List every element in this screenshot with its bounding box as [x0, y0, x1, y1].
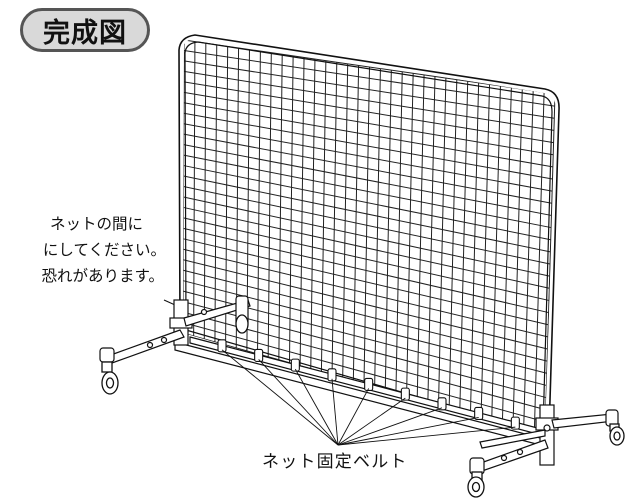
- net-horizontal-strand: [183, 227, 549, 314]
- net-horizontal-strand: [183, 217, 550, 301]
- belt-clip: [400, 387, 410, 401]
- callout-leader: [337, 388, 370, 446]
- net-frame-outer: [178, 34, 560, 433]
- net-frame-inner: [184, 41, 553, 431]
- net-horizontal-strand: [183, 248, 548, 338]
- net-horizontal-strand: [183, 133, 552, 204]
- right-rear-caster-wheel: [609, 423, 625, 446]
- belt-clip: [510, 416, 520, 430]
- net-horizontal-strand: [183, 322, 546, 423]
- title-text: 完成図: [43, 17, 127, 49]
- callout-leader: [337, 397, 406, 446]
- net-horizontal-strand: [183, 70, 555, 131]
- net-horizontal-strand: [183, 81, 554, 144]
- net-mesh: [183, 39, 556, 435]
- belt-clip: [474, 406, 484, 421]
- right-base: [469, 404, 619, 475]
- belt-clip: [217, 339, 227, 353]
- callout-leader: [331, 378, 339, 446]
- net-horizontal-strand: [183, 112, 553, 180]
- caution-note: ネットの間に にしてください。 恐れがあります。: [0, 214, 176, 314]
- net-horizontal-strand: [183, 154, 552, 229]
- net-horizontal-strand: [183, 91, 554, 156]
- belt-clip: [254, 348, 264, 363]
- belt-clip: [437, 397, 447, 411]
- net-horizontal-strand: [183, 123, 553, 192]
- net-horizontal-strand: [183, 186, 551, 265]
- caution-line-1: ネットの間に: [49, 215, 143, 233]
- callout-leader: [258, 359, 339, 446]
- net-horizontal-strand: [183, 165, 551, 241]
- left-rear-caster-wheel: [235, 314, 249, 334]
- net-horizontal-strand: [183, 259, 548, 350]
- caution-line-3: 恐れがあります。: [41, 267, 164, 285]
- callout-leader: [221, 349, 339, 446]
- net-horizontal-strand: [183, 175, 551, 253]
- net-horizontal-strand: [183, 60, 555, 119]
- left-caster-wheel: [101, 361, 119, 395]
- net-horizontal-strand: [183, 49, 555, 107]
- title-badge: 完成図: [20, 8, 150, 52]
- net-horizontal-strand: [183, 196, 550, 277]
- net-horizontal-strand: [183, 238, 549, 326]
- belt-clips: [217, 339, 520, 430]
- net-horizontal-strand: [183, 102, 553, 168]
- net-horizontal-strand: [183, 269, 548, 362]
- right-caster-wheel: [467, 471, 485, 498]
- net-belt-label: ネット固定ベルト: [262, 452, 408, 472]
- callout-leader: [337, 426, 516, 446]
- belt-callout-leaders: [221, 349, 516, 446]
- callout-leader: [337, 407, 443, 446]
- caution-line-2: にしてください。: [42, 241, 166, 259]
- net-horizontal-strand: [183, 144, 552, 216]
- callout-leader: [337, 417, 479, 446]
- net-horizontal-strand: [183, 206, 550, 289]
- belt-clip: [364, 377, 374, 392]
- belt-clip: [290, 358, 300, 372]
- callout-leader: [294, 368, 339, 446]
